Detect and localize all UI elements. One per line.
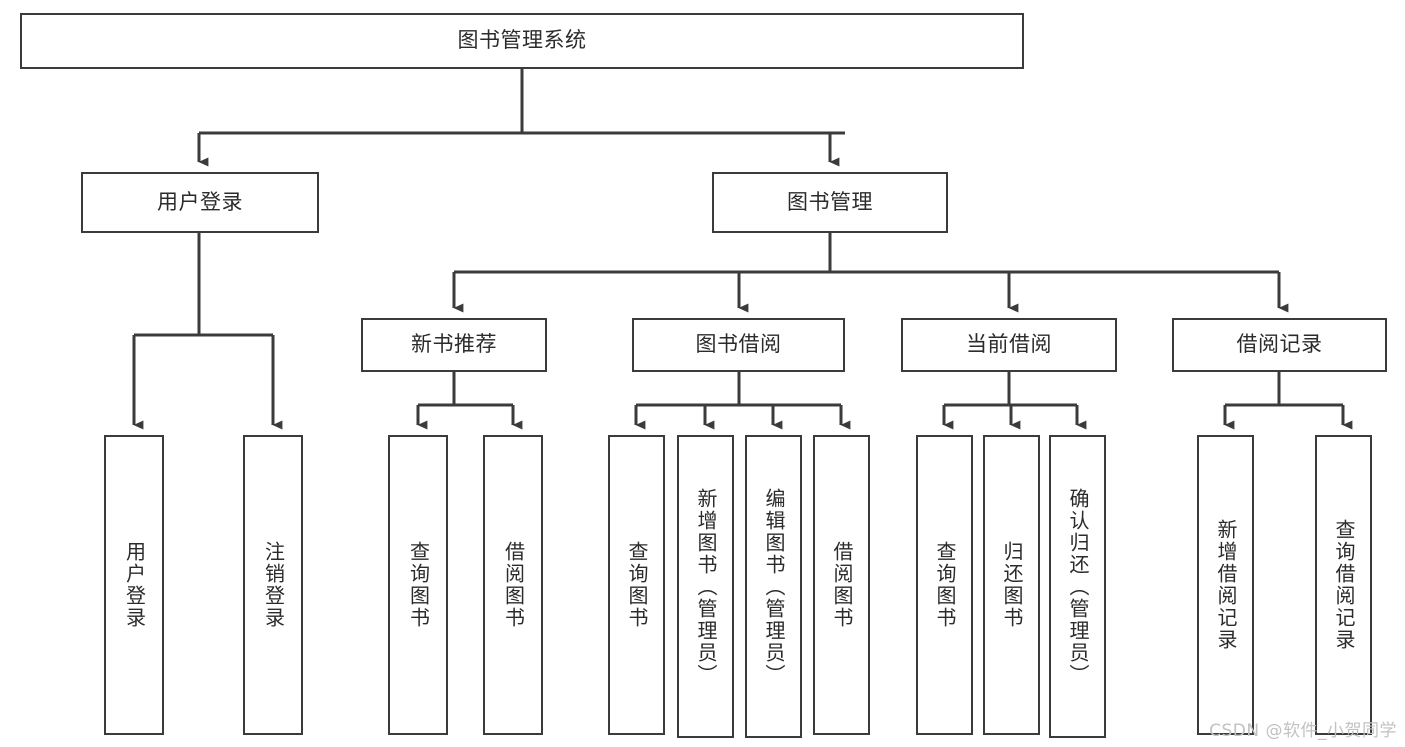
node-borrow-record-label: 借阅记录 — [1236, 332, 1323, 357]
node-leaf-query-borrow-record-label: 查询借阅记录 — [1332, 519, 1356, 651]
node-borrow-record[interactable]: 借阅记录 — [1172, 318, 1387, 372]
node-leaf-query-book-borrow[interactable]: 查询图书 — [608, 435, 665, 735]
node-leaf-borrow-book[interactable]: 借阅图书 — [813, 435, 870, 735]
node-new-book-recommend[interactable]: 新书推荐 — [361, 318, 547, 372]
node-book-manage-label: 图书管理 — [787, 189, 873, 214]
csdn-watermark: CSDN @软件_小贺同学 — [1209, 721, 1397, 741]
node-leaf-borrow-book-rec[interactable]: 借阅图书 — [483, 435, 543, 735]
node-leaf-confirm-return-label: 确认归还（管理员） — [1066, 487, 1090, 686]
node-leaf-add-borrow-record-label: 新增借阅记录 — [1214, 519, 1238, 651]
node-book-borrow-label: 图书借阅 — [695, 332, 782, 357]
node-leaf-user-login-label: 用户登录 — [122, 541, 147, 629]
node-leaf-query-book-cur-label: 查询图书 — [933, 541, 957, 629]
node-current-borrow[interactable]: 当前借阅 — [901, 318, 1117, 372]
node-leaf-user-login[interactable]: 用户登录 — [104, 435, 164, 735]
node-root[interactable]: 图书管理系统 — [20, 13, 1024, 69]
node-leaf-user-logout[interactable]: 注销登录 — [243, 435, 303, 735]
node-book-manage[interactable]: 图书管理 — [712, 172, 948, 233]
node-leaf-add-book[interactable]: 新增图书（管理员） — [677, 435, 734, 738]
node-leaf-query-book-cur[interactable]: 查询图书 — [916, 435, 973, 735]
node-leaf-add-borrow-record[interactable]: 新增借阅记录 — [1197, 435, 1254, 735]
node-leaf-return-book-label: 归还图书 — [1000, 541, 1024, 629]
node-leaf-query-book-rec[interactable]: 查询图书 — [388, 435, 448, 735]
node-book-borrow[interactable]: 图书借阅 — [632, 318, 845, 372]
node-leaf-edit-book[interactable]: 编辑图书（管理员） — [745, 435, 802, 738]
node-leaf-user-logout-label: 注销登录 — [261, 541, 286, 629]
node-current-borrow-label: 当前借阅 — [966, 332, 1052, 357]
node-user-login-label: 用户登录 — [157, 189, 243, 214]
node-leaf-add-book-label: 新增图书（管理员） — [694, 487, 718, 686]
node-leaf-query-book-rec-label: 查询图书 — [406, 541, 431, 629]
node-leaf-query-borrow-record[interactable]: 查询借阅记录 — [1315, 435, 1372, 735]
node-leaf-query-book-borrow-label: 查询图书 — [625, 541, 649, 629]
node-root-label: 图书管理系统 — [457, 28, 587, 53]
node-new-book-recommend-label: 新书推荐 — [411, 332, 497, 357]
node-leaf-borrow-book-rec-label: 借阅图书 — [501, 541, 526, 629]
node-user-login[interactable]: 用户登录 — [81, 172, 319, 233]
node-leaf-edit-book-label: 编辑图书（管理员） — [762, 487, 786, 686]
node-leaf-borrow-book-label: 借阅图书 — [830, 541, 854, 629]
node-leaf-confirm-return[interactable]: 确认归还（管理员） — [1049, 435, 1106, 738]
node-leaf-return-book[interactable]: 归还图书 — [983, 435, 1040, 735]
